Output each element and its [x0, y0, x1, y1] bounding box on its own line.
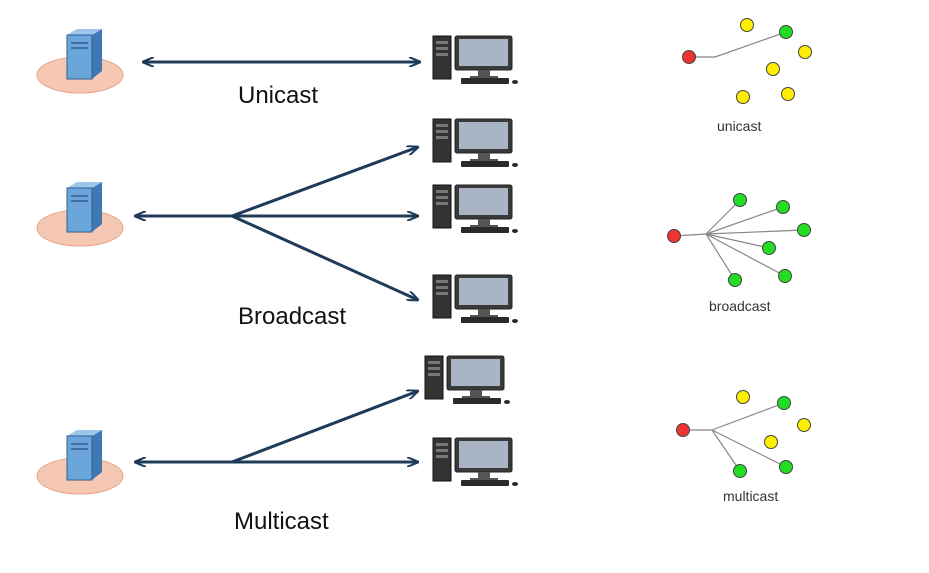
multicast-tree-sender-node — [676, 423, 690, 437]
broadcast-title: Broadcast — [238, 303, 347, 330]
broadcast-arrow-bottom — [231, 214, 418, 300]
multicast-arrow-top — [231, 391, 418, 464]
multicast-tree-node-3 — [764, 435, 778, 449]
broadcast-tree-node-2 — [797, 223, 811, 237]
multicast-tree-node-2 — [797, 418, 811, 432]
unicast-tree-node-4 — [736, 90, 750, 104]
broadcast-computer-1 — [432, 118, 518, 167]
unicast-computer — [432, 35, 518, 84]
multicast-tree — [676, 390, 811, 478]
broadcast-tree-sender-node — [667, 229, 681, 243]
multicast-server — [36, 430, 124, 495]
broadcast-tree-node-4 — [778, 269, 792, 283]
unicast-tree-node-0 — [740, 18, 754, 32]
broadcast-arrow-top — [231, 147, 418, 218]
unicast-tree-node-5 — [781, 87, 795, 101]
broadcast-computer-2 — [432, 184, 518, 233]
multicast-tree-node-0 — [736, 390, 750, 404]
multicast-tree-node-4 — [779, 460, 793, 474]
broadcast-server — [36, 182, 124, 247]
broadcast-tree-node-0 — [733, 193, 747, 207]
broadcast-tree-node-5 — [728, 273, 742, 287]
broadcast-computer-3 — [432, 274, 518, 323]
broadcast-tree-node-3 — [762, 241, 776, 255]
unicast-tree-node-3 — [766, 62, 780, 76]
unicast-tree-node-1 — [779, 25, 793, 39]
multicast-computer-2 — [432, 437, 518, 486]
broadcast-tree-node-1 — [776, 200, 790, 214]
unicast-tree — [682, 18, 812, 104]
unicast-title: Unicast — [238, 82, 319, 109]
broadcast-legend-label: broadcast — [709, 298, 771, 314]
multicast-computer-1 — [424, 355, 510, 404]
multicast-legend-label: multicast — [723, 488, 779, 504]
unicast-tree-sender-node — [682, 50, 696, 64]
unicast-legend-label: unicast — [717, 118, 762, 134]
multicast-tree-node-1 — [777, 396, 791, 410]
unicast-server — [36, 29, 124, 94]
broadcast-tree — [667, 193, 811, 287]
unicast-tree-node-2 — [798, 45, 812, 59]
multicast-title: Multicast — [234, 508, 329, 535]
multicast-tree-node-5 — [733, 464, 747, 478]
